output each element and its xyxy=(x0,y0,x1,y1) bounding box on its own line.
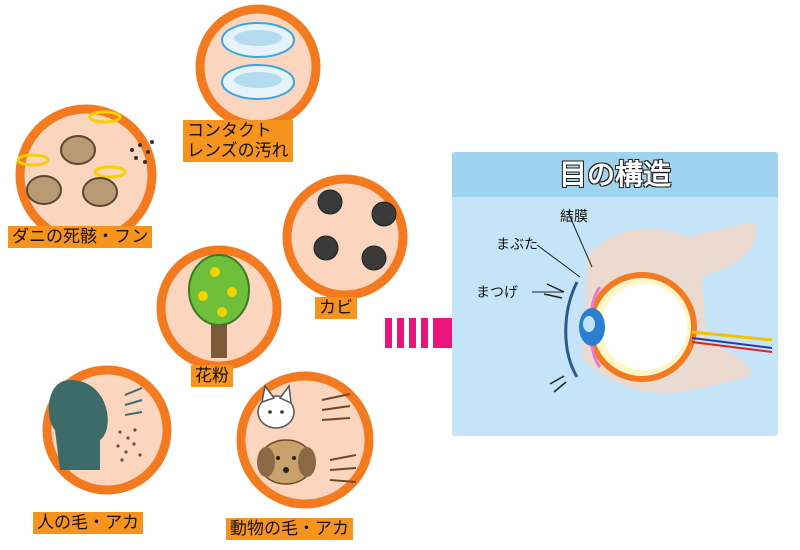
label-mold: カビ xyxy=(315,297,357,319)
cat-icon xyxy=(257,384,295,429)
label-eyelid: まぶた xyxy=(496,237,538,253)
eye-illustration xyxy=(532,211,773,393)
label-contact-lens-line2: レンズの汚れ xyxy=(187,141,289,161)
tree-icon xyxy=(188,254,250,358)
human-head-icon xyxy=(48,380,143,470)
label-animal-hair: 動物の毛・アカ xyxy=(226,518,353,540)
mold-circle xyxy=(282,174,408,300)
mite-circle xyxy=(15,104,157,246)
panel-title: 目の構造 xyxy=(452,152,778,197)
animal-hair-strands xyxy=(321,393,357,483)
label-eyelash: まつげ xyxy=(476,285,518,301)
dog-icon xyxy=(257,439,316,485)
label-contact-lens: コンタクト レンズの汚れ xyxy=(183,120,293,162)
contact-lens-circle xyxy=(195,4,321,130)
label-contact-lens-line1: コンタクト xyxy=(187,121,272,141)
label-conjunctiva: 結膜 xyxy=(560,209,588,225)
label-human-hair: 人の毛・アカ xyxy=(33,512,143,534)
animal-hair-circle xyxy=(236,371,374,509)
eye-structure-panel: 目の構造 結膜 まぶた まつげ xyxy=(452,152,778,436)
contact-lens-icon xyxy=(221,22,295,100)
mold-icon xyxy=(313,189,397,271)
pollen-circle xyxy=(156,245,282,371)
label-pollen: 花粉 xyxy=(191,365,233,387)
human-hair-circle xyxy=(42,365,172,495)
label-mite: ダニの死骸・フン xyxy=(8,226,153,248)
mite-icon xyxy=(16,110,154,207)
